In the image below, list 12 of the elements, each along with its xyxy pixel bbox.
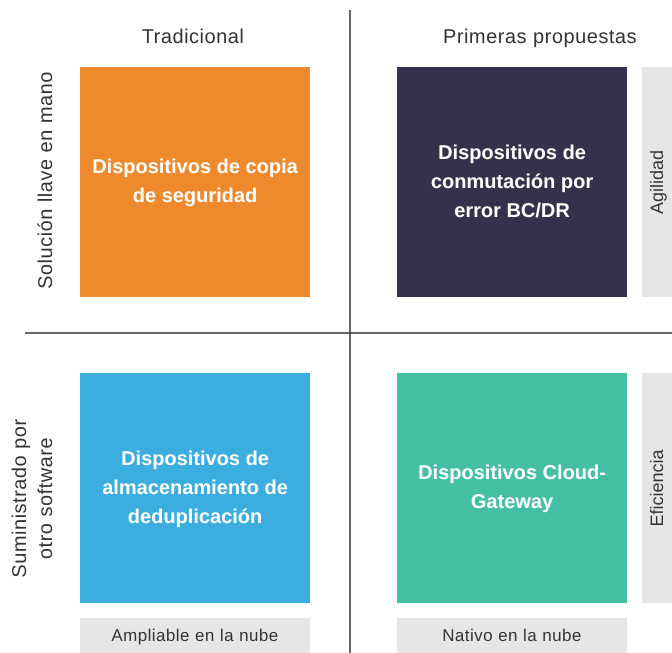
axis-label: Suministrado por otro software (8, 417, 58, 580)
category-box: Dispositivos de almacenamiento de deduplicación (80, 373, 310, 603)
bottom-band: Ampliable en la nube (80, 618, 310, 653)
side-band: Eficiencia (642, 373, 672, 603)
category-box: Dispositivos de conmutación por error BC/DR (397, 67, 627, 297)
axis-label: Primeras propuestas (442, 25, 638, 50)
side-band: Agilidad (642, 67, 672, 297)
category-box: Dispositivos Cloud-Gateway (397, 373, 627, 603)
bottom-band: Nativo en la nube (397, 618, 627, 653)
axis-label: Solución llave en mano (34, 70, 58, 291)
category-box: Dispositivos de copia de seguridad (80, 67, 310, 297)
axis-label: Tradicional (140, 25, 246, 50)
